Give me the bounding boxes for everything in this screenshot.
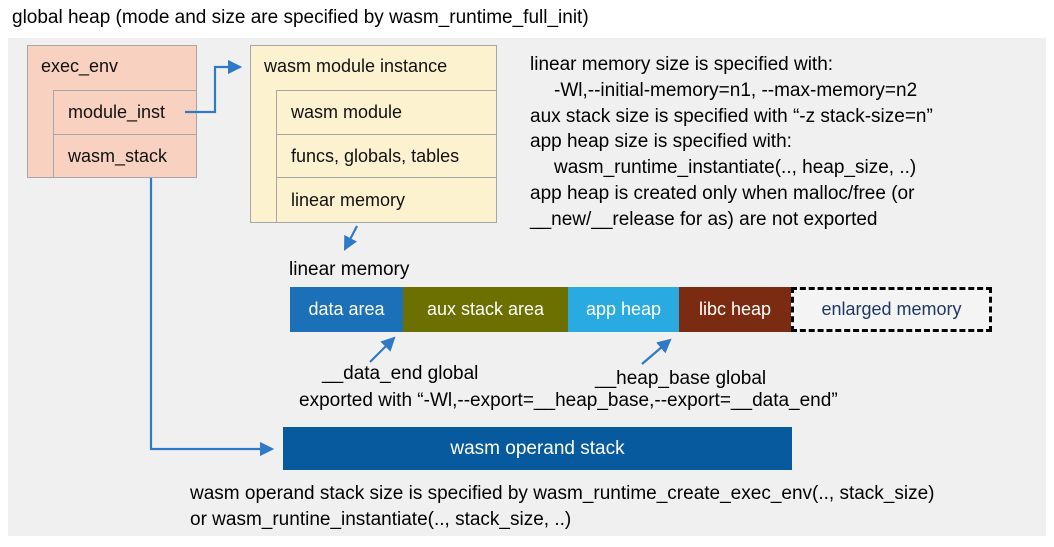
segment-aux-stack-area: aux stack area [403,287,568,332]
module-instance-row-wasm-module: wasm module [276,90,497,135]
linear-memory-row-label: linear memory [291,189,406,210]
module-instance-label: wasm module instance [264,56,448,76]
wasm-operand-stack-bar: wasm operand stack [283,427,792,470]
data-end-global-label: __data_end global [322,363,479,384]
operand-stack-notes: wasm operand stack size is specified by … [190,481,935,532]
memory-size-notes: linear memory size is specified with: -W… [530,52,933,233]
wasm-stack-label: wasm_stack [68,145,168,166]
note-line: __new/__release for as) are not exported [530,208,878,230]
module-instance-row-funcs-globals-tables: funcs, globals, tables [276,134,497,178]
segment-app-heap: app heap [568,287,679,332]
note-line: linear memory size is specified with: [530,54,834,75]
wasm-module-label: wasm module [291,102,403,122]
note-line: aux stack size is specified with “-z sta… [530,105,933,127]
note-line: or wasm_runtine_instantiate(.., stack_si… [190,508,572,530]
heap-base-global-label: __heap_base global [595,368,767,389]
exec-env-row-module-inst: module_inst [53,90,197,135]
segment-libc-heap: libc heap [679,287,791,332]
exec-env-row-wasm-stack: wasm_stack [53,134,197,178]
note-line: wasm_runtime_instantiate(.., heap_size, … [554,157,917,179]
note-line: app heap size is specified with: [530,131,792,153]
module-instance-row-linear-memory: linear memory [276,177,497,223]
diagram-title: global heap (mode and size are specified… [12,7,589,28]
funcs-globals-tables-label: funcs, globals, tables [291,145,460,166]
segment-data-area: data area [290,287,403,332]
exported-with-label: exported with “-Wl,--export=__heap_base,… [299,390,838,411]
note-line: wasm operand stack size is specified by … [190,483,935,504]
linear-memory-label: linear memory [289,259,410,280]
module-inst-label: module_inst [68,102,166,122]
exec-env-label: exec_env [41,56,119,76]
segment-enlarged-memory: enlarged memory [791,287,992,332]
note-line: app heap is created only when malloc/fre… [530,182,915,204]
note-line: -Wl,--initial-memory=n1, --max-memory=n2 [554,79,918,101]
